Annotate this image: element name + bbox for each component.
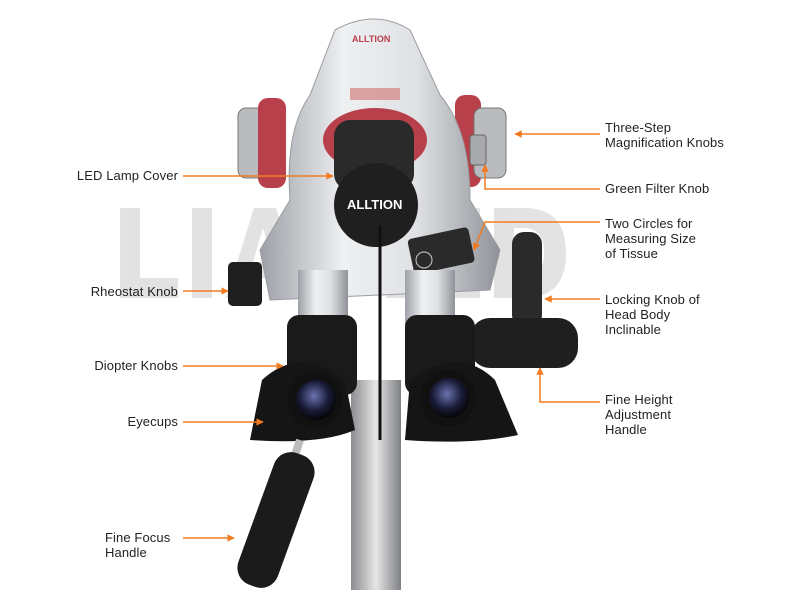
rheostat-knob <box>228 262 262 306</box>
callout-fine-height <box>536 367 600 403</box>
label-line: Handle <box>605 422 647 437</box>
label-line: Eyecups <box>127 414 178 429</box>
callout-two-circles <box>472 221 600 251</box>
label-line: Head Body <box>605 307 671 322</box>
label-line: Inclinable <box>605 322 661 337</box>
fine-focus-handle <box>237 452 315 588</box>
callout-green-filter <box>481 164 600 190</box>
label-fine-height-handle: Fine Height Adjustment Handle <box>605 392 673 437</box>
label-rheostat-knob: Rheostat Knob <box>91 284 178 299</box>
locking-knob <box>512 232 542 327</box>
lamp-cap-logo: ALLTION <box>347 197 402 212</box>
fine-height-handle <box>470 318 578 368</box>
label-line: Two Circles for <box>605 216 693 231</box>
label-two-circles: Two Circles for Measuring Size of Tissue <box>605 216 696 261</box>
top-logo: ALLTION <box>352 34 390 44</box>
label-three-step-magnification-knobs: Three-Step Magnification Knobs <box>605 120 724 150</box>
measuring-circles-plate <box>407 227 475 275</box>
left-eyepiece <box>250 315 357 442</box>
label-diopter-knobs: Diopter Knobs <box>94 358 178 373</box>
label-line: Adjustment <box>605 407 672 422</box>
label-line: Handle <box>105 545 147 560</box>
label-led-lamp-cover: LED Lamp Cover <box>77 168 178 183</box>
label-line: Fine Focus <box>105 530 171 545</box>
label-line: Locking Knob of <box>605 292 700 307</box>
label-locking-knob: Locking Knob of Head Body Inclinable <box>605 292 700 337</box>
stand-pole <box>351 380 401 590</box>
right-eyepiece <box>405 315 518 442</box>
label-line: Green Filter Knob <box>605 181 710 196</box>
label-eyecups: Eyecups <box>127 414 178 429</box>
magnification-knob-left <box>237 98 286 188</box>
label-line: Measuring Size <box>605 231 696 246</box>
label-green-filter-knob: Green Filter Knob <box>605 181 709 196</box>
label-line: of Tissue <box>605 246 658 261</box>
label-line: LED Lamp Cover <box>76 168 178 183</box>
callout-lines <box>183 130 600 542</box>
label-line: Fine Height <box>605 392 673 407</box>
label-fine-focus-handle: Fine Focus Handle <box>105 530 170 560</box>
label-line: Diopter Knobs <box>94 358 178 373</box>
label-line: Magnification Knobs <box>605 135 724 150</box>
label-line: Three-Step <box>605 120 672 135</box>
label-line: Rheostat Knob <box>90 284 178 299</box>
